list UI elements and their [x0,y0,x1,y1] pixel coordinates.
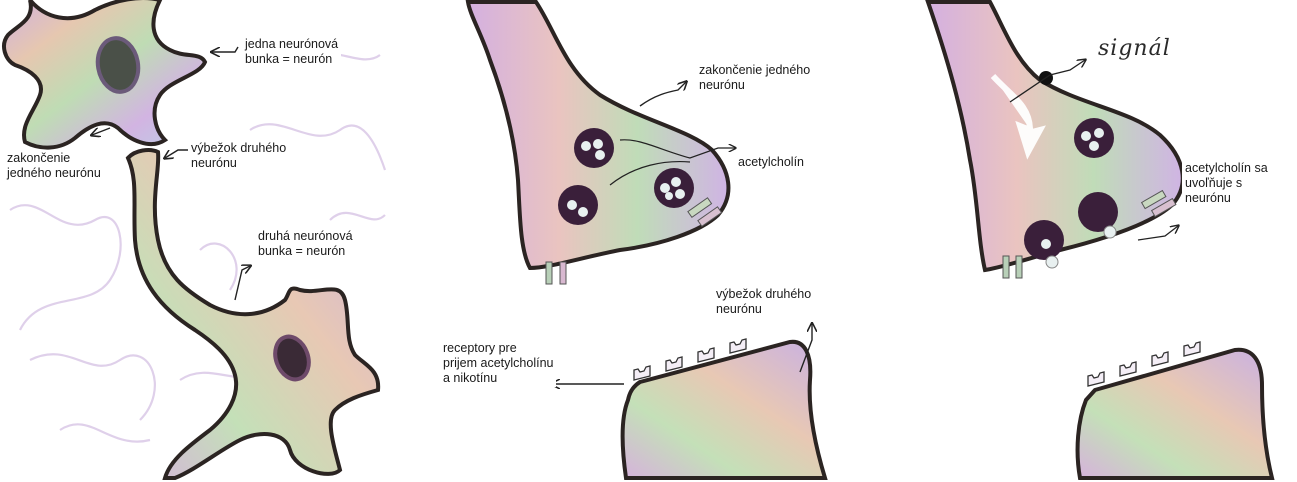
neuron-two-process [128,150,378,478]
label-process-two-p2: výbežok druhého neurónu [713,286,814,318]
label-acetylcholine-release: acetylcholín sa uvoľňuje s neurónu [1182,160,1271,207]
arrow-icon [165,150,188,158]
label-process-two: výbežok druhého neurónu [188,140,289,172]
vesicle-icon [574,128,614,168]
label-terminal-ending: zakončenie jedného neurónu [696,62,813,94]
label-receptors: receptory pre prijem acetylcholínu a nik… [440,340,556,387]
label-acetylcholine: acetylcholín [738,155,804,170]
vesicle-icon [558,185,598,225]
label-signal: signál [1098,36,1171,61]
label-ending-one: zakončenie jedného neurónu [4,150,104,182]
arrow-icon [212,47,238,52]
label-neuron-two: druhá neurónová bunka = neurón [255,228,356,260]
arrow-icon [1138,226,1178,240]
label-neuron-one: jedna neurónová bunka = neurón [242,36,341,68]
arrow-icon [92,128,110,135]
postsynaptic-process-right [1078,350,1272,478]
